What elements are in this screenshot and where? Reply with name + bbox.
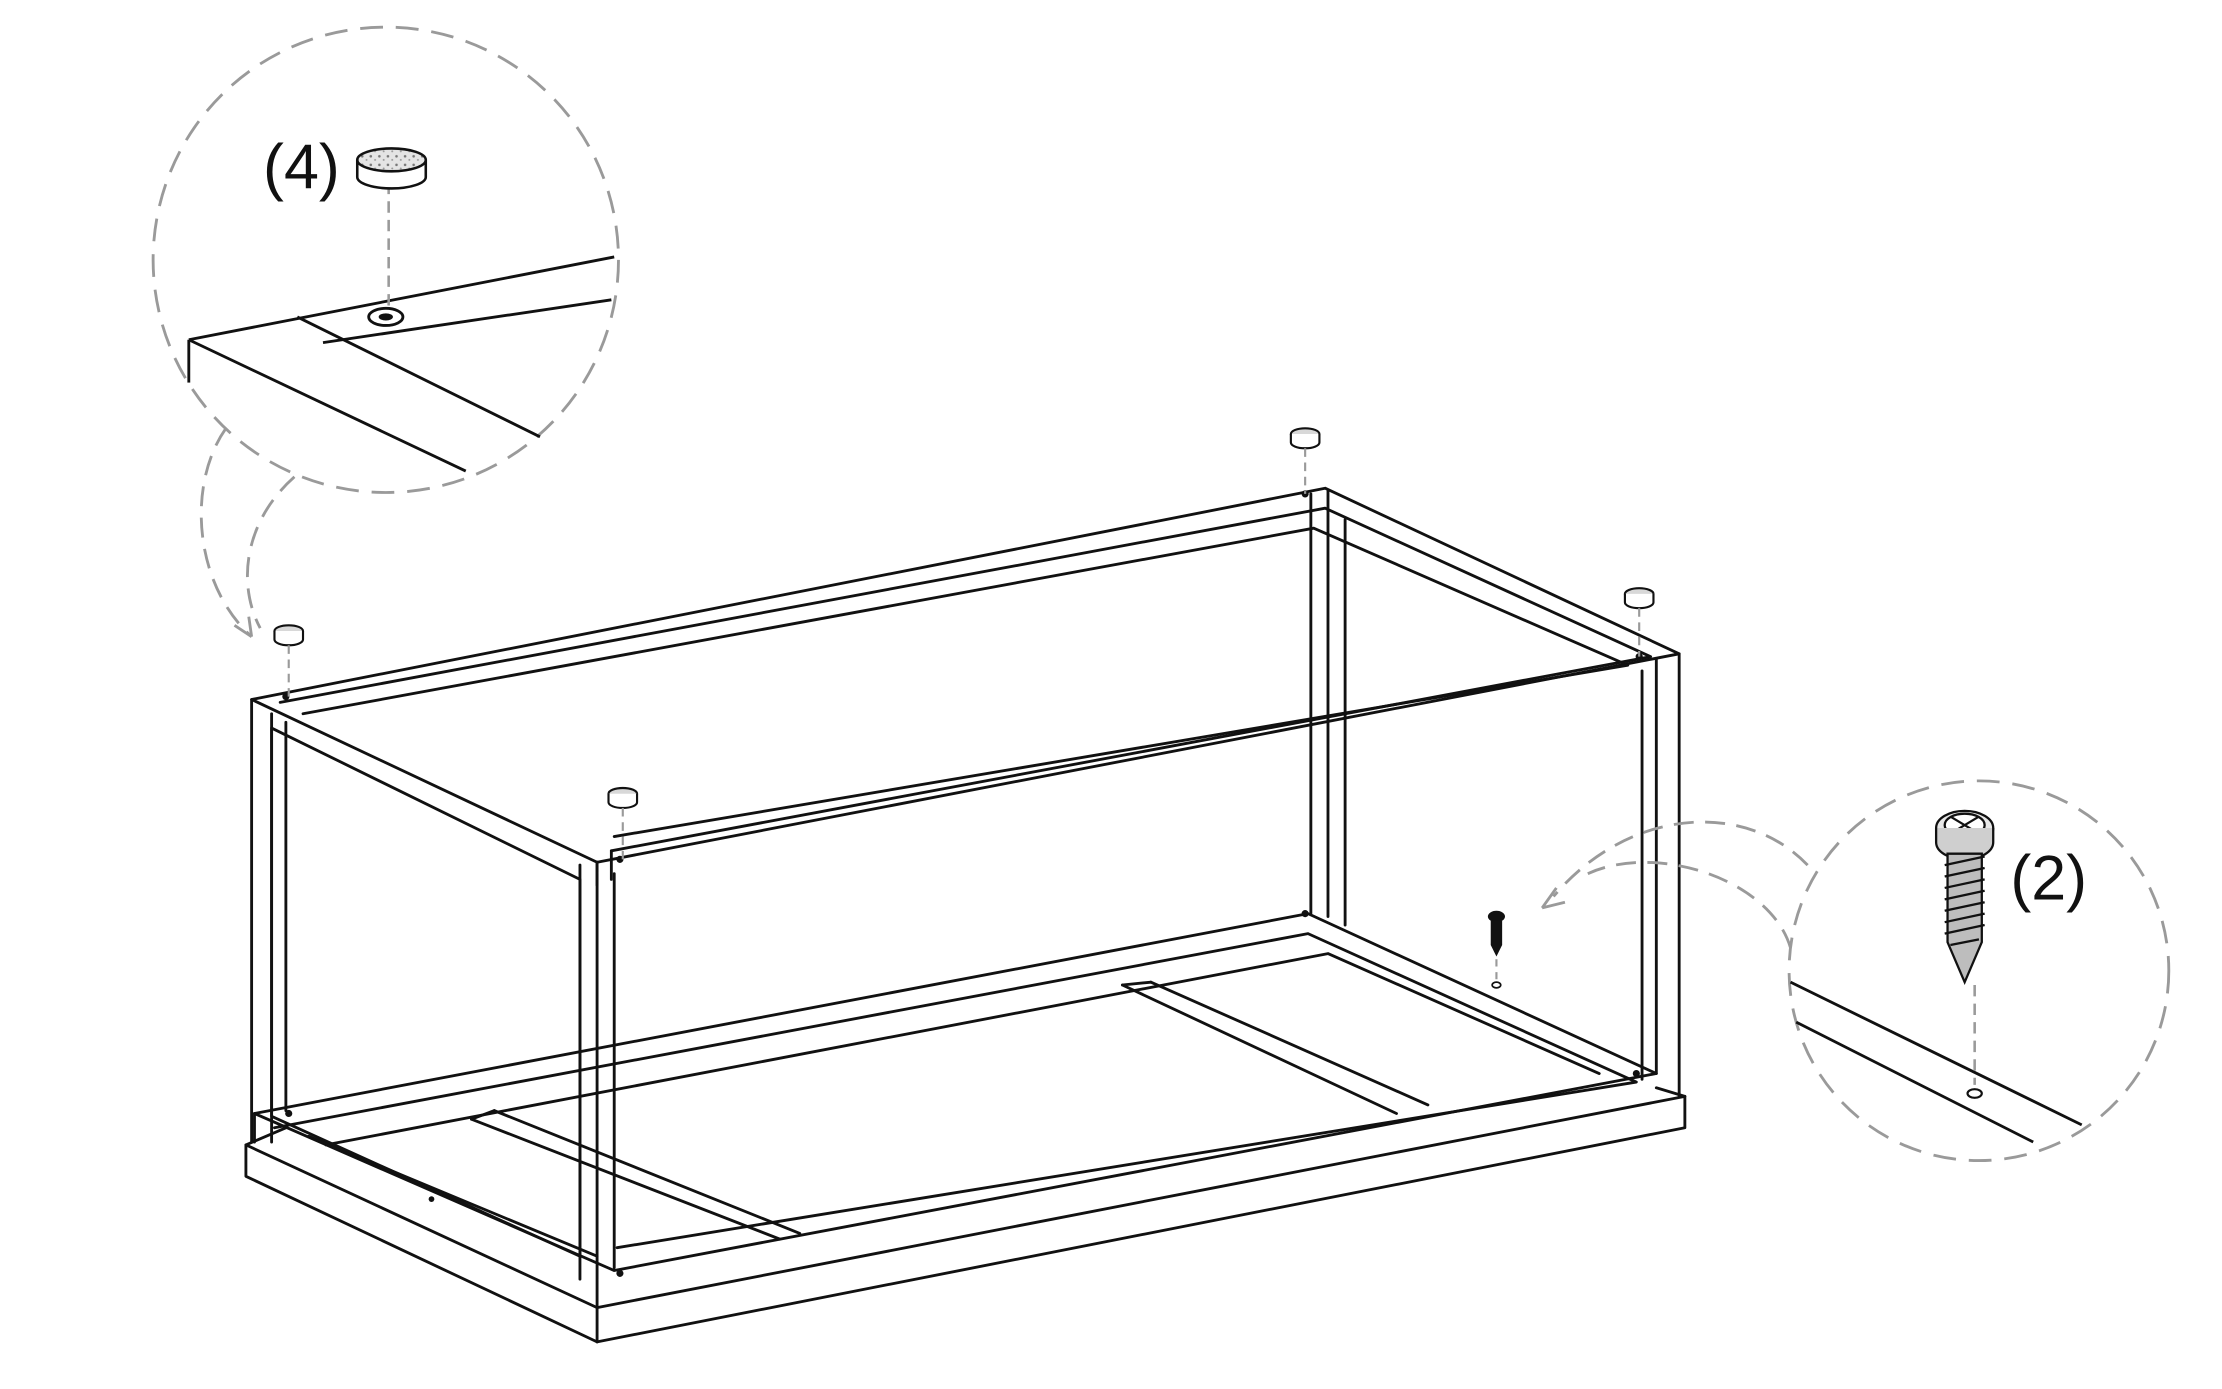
felt-pads: [273, 427, 1655, 860]
felt-pad-back-left: [1289, 427, 1321, 494]
base-slab: [244, 1086, 1687, 1344]
frame-holes: [282, 490, 1643, 1277]
table-frame: [244, 486, 1687, 1344]
screw-quantity-label: (2): [2010, 843, 2087, 913]
callout-felt-pad: (4): [151, 25, 620, 638]
callout-screw: (2): [1540, 779, 2171, 1163]
leg-front-mid: [578, 860, 616, 1310]
felt-pad-back-right: [1623, 587, 1655, 657]
leg-back-mid: [1309, 489, 1347, 927]
felt-pad-front-mid: [607, 786, 639, 860]
felt-pad-icon: [355, 147, 428, 190]
leg-back-right: [1640, 652, 1681, 1098]
screw-on-frame: [1487, 910, 1506, 989]
top-frame: [250, 486, 1681, 887]
lower-slats: [307, 952, 1601, 1258]
legs: [250, 489, 1681, 1310]
felt-pad-quantity-label: (4): [263, 132, 340, 202]
felt-pad-front-left: [273, 624, 305, 697]
screw-icon: [1934, 809, 1995, 986]
lower-frame: [253, 912, 1658, 1272]
leg-front-left: [250, 698, 288, 1144]
